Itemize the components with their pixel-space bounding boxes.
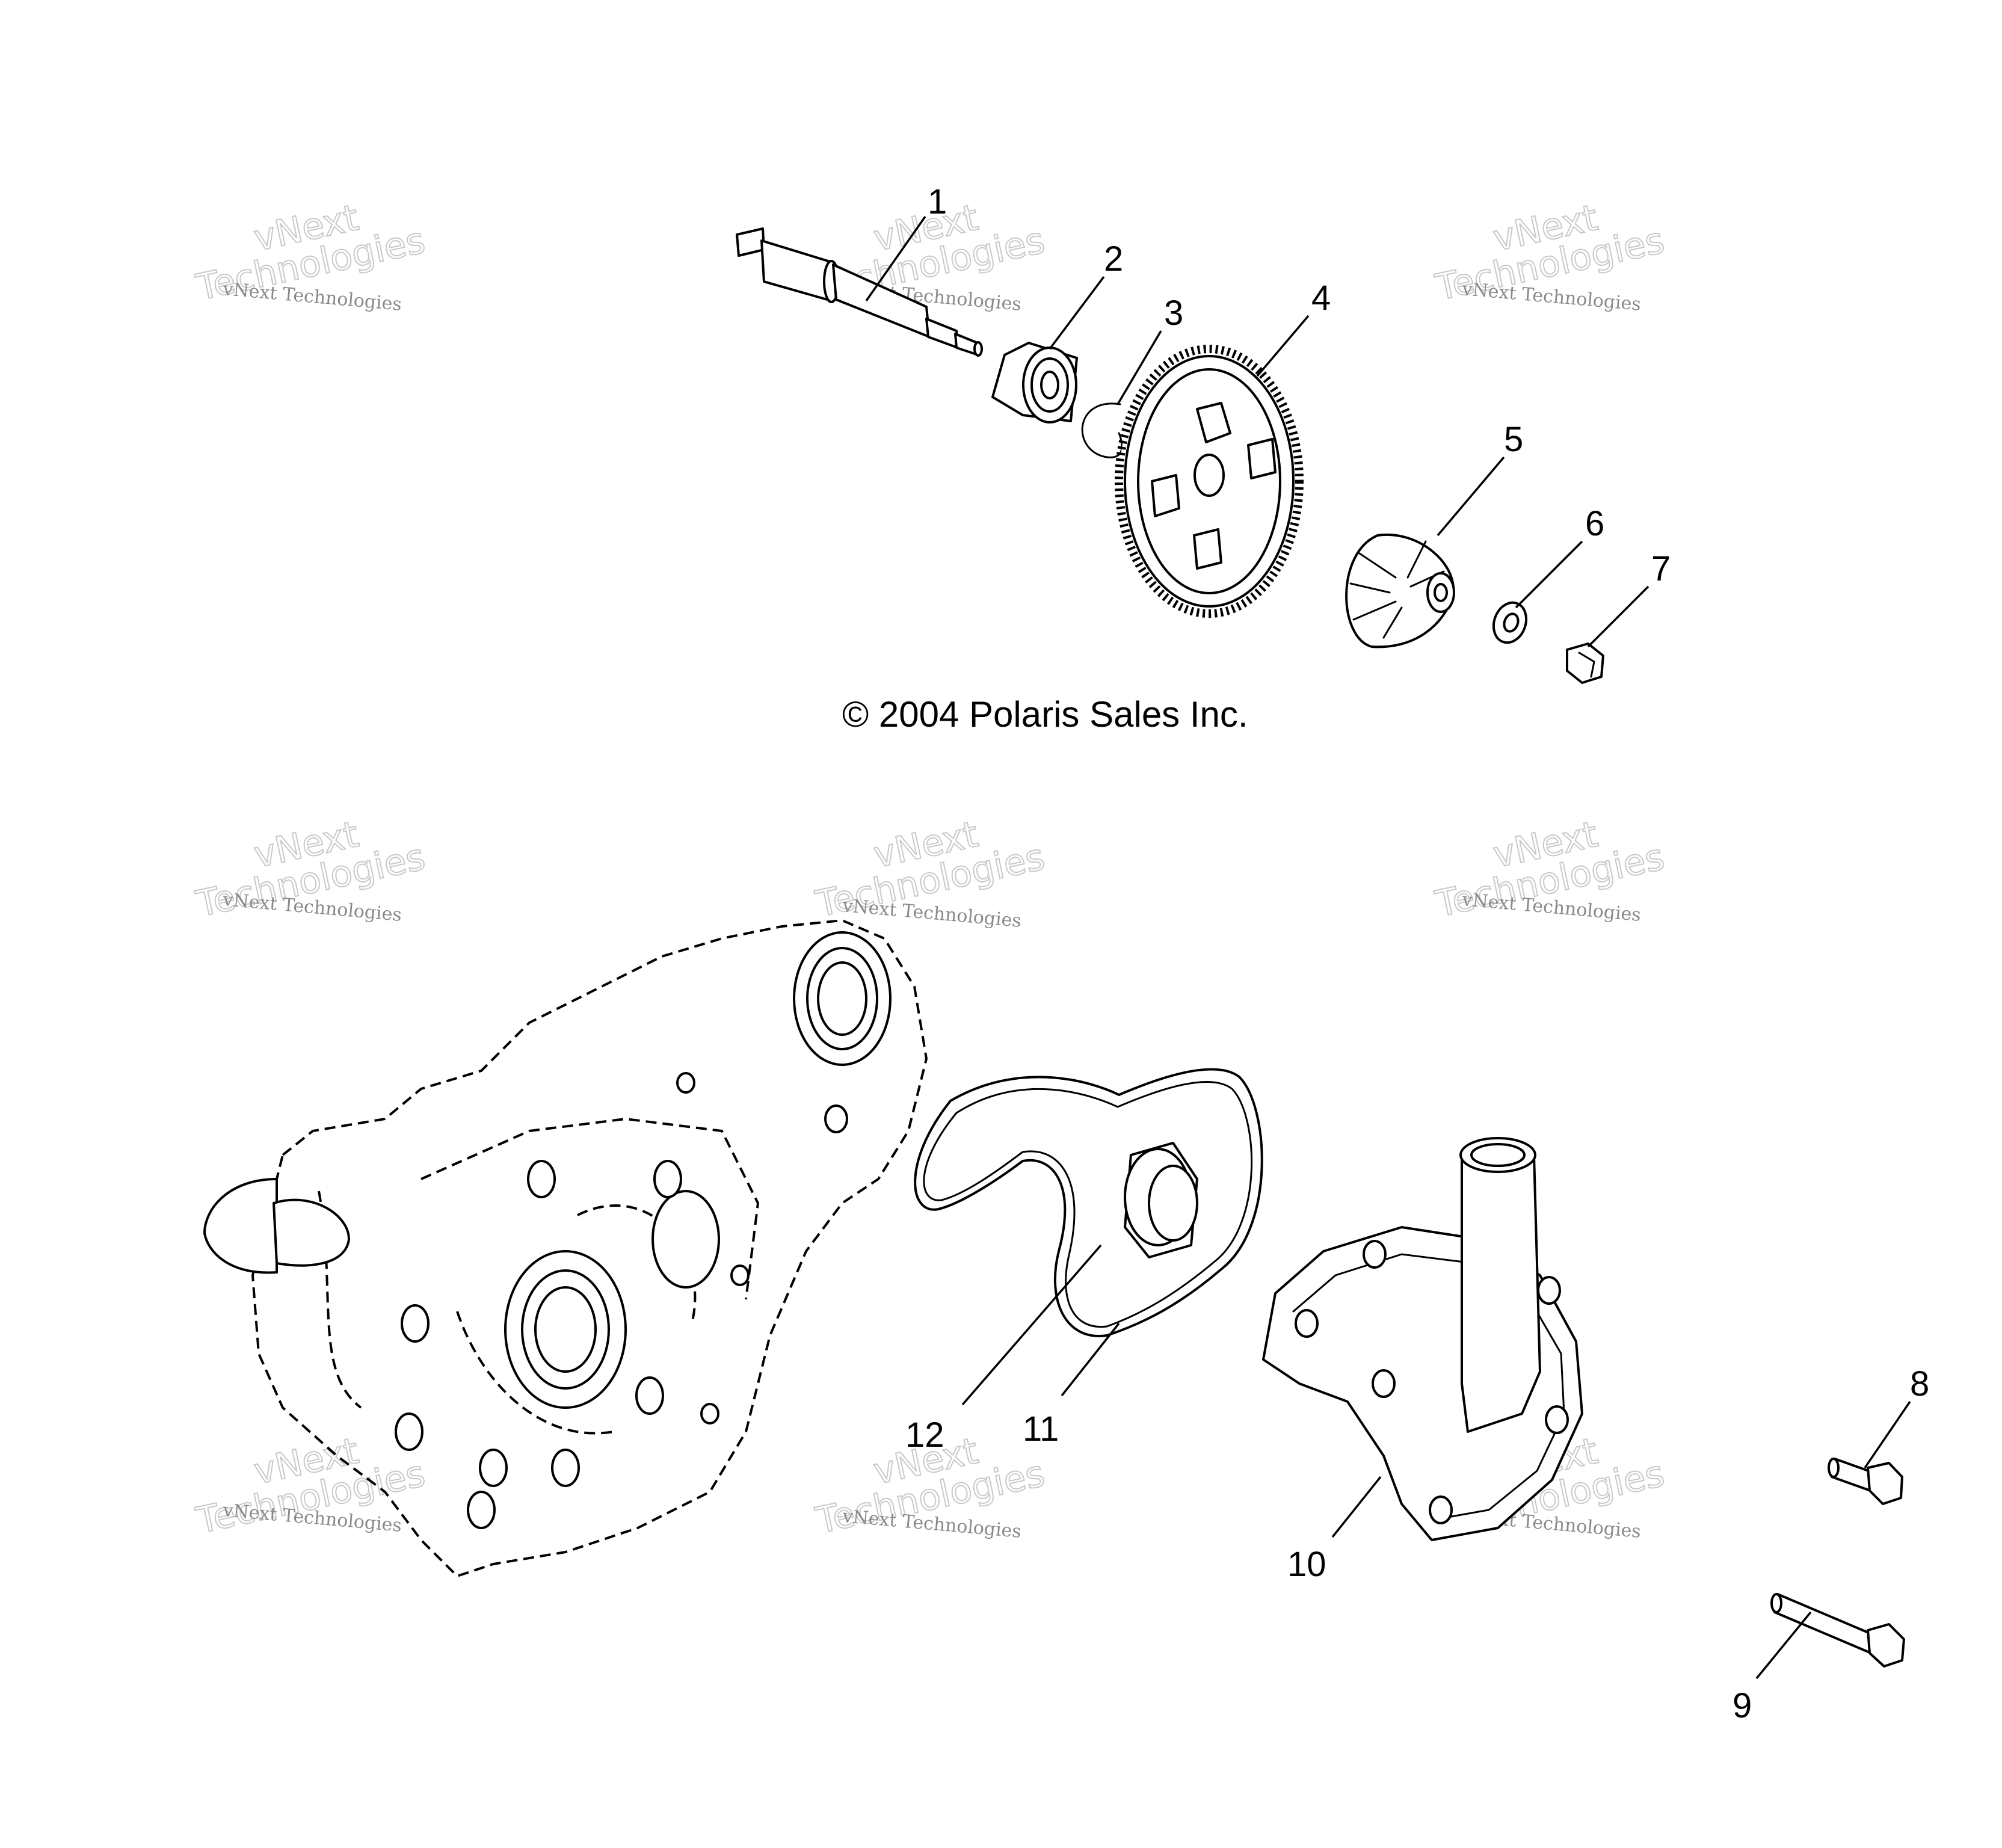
callout-2: 2: [1104, 239, 1123, 279]
callout-8: 8: [1910, 1364, 1929, 1403]
part-bearing: [991, 342, 1078, 424]
callout-4: 4: [1311, 279, 1331, 318]
callout-5: 5: [1504, 420, 1523, 459]
leader-line-12: [961, 1244, 1102, 1406]
part-gear: [1115, 345, 1304, 618]
callout-3: 3: [1164, 294, 1183, 333]
leader-line-2: [1049, 276, 1105, 350]
part-bolt-short: [1828, 1458, 1903, 1505]
leader-line-1: [865, 215, 926, 302]
part-impeller: [1345, 533, 1455, 648]
leader-line-4: [1256, 315, 1310, 377]
part-shaft: [736, 227, 983, 357]
part-pump-cover: [1262, 1137, 1583, 1541]
copyright-text: © 2004 Polaris Sales Inc.: [842, 694, 1248, 735]
leader-line-11: [1061, 1322, 1120, 1397]
part-washer: [1492, 601, 1528, 644]
part-mechanical-seal: [1124, 1142, 1198, 1258]
leader-line-7: [1587, 585, 1649, 648]
callout-7: 7: [1651, 549, 1671, 588]
leader-line-9: [1755, 1611, 1812, 1680]
leader-line-10: [1331, 1476, 1382, 1538]
watermark-group: Technologies vNext vNext Technologies Te…: [192, 196, 1669, 1543]
part-engine-case: [203, 919, 928, 1578]
callout-11: 11: [1023, 1409, 1059, 1449]
callout-6: 6: [1585, 504, 1604, 543]
part-o-ring: [914, 1068, 1263, 1337]
callout-12: 12: [905, 1415, 944, 1455]
leader-line-5: [1437, 456, 1505, 537]
leader-line-6: [1515, 540, 1583, 609]
part-nut: [1566, 642, 1604, 684]
part-snap-ring: [1081, 402, 1123, 458]
callout-10: 10: [1287, 1545, 1326, 1584]
leader-line-3: [1116, 330, 1162, 405]
callout-9: 9: [1732, 1686, 1752, 1725]
callout-labels: 1 2 3 4 5 6 7 8 9 10 11 12: [905, 182, 1929, 1725]
callout-1: 1: [928, 182, 947, 221]
leader-lines: [865, 215, 1911, 1680]
part-bolt-long: [1770, 1593, 1905, 1668]
leader-line-8: [1864, 1401, 1911, 1468]
